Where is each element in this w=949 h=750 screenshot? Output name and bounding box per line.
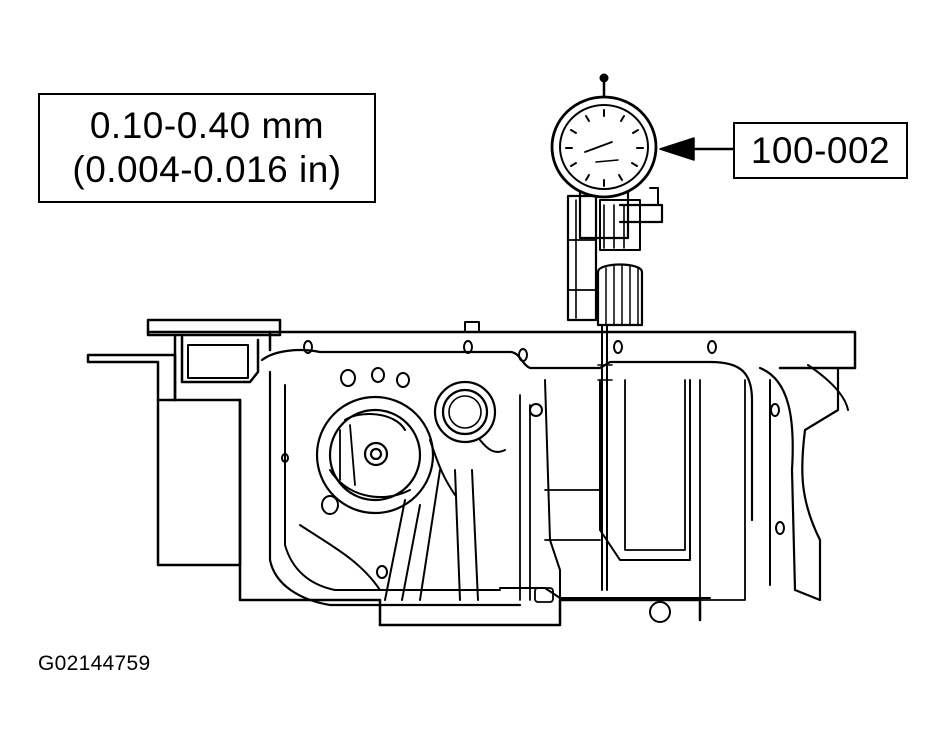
engine-block — [86, 318, 857, 627]
cam-bore — [315, 395, 435, 515]
dial-ticks — [565, 109, 644, 187]
callout-arrow — [659, 137, 735, 161]
clearance-specification-box: 0.10-0.40 mm (0.004-0.016 in) — [38, 93, 376, 203]
figure-id: G02144759 — [38, 652, 151, 675]
deck-dowel — [464, 321, 480, 333]
spec-metric: 0.10-0.40 mm — [89, 105, 325, 146]
tool-number: 100-002 — [750, 129, 891, 171]
dial-indicator — [550, 73, 664, 591]
deck-bolt-holes — [281, 340, 785, 579]
tool-callout-box: 100-002 — [733, 122, 908, 179]
spec-imperial: (0.004-0.016 in) — [72, 149, 342, 190]
oil-pump-bore — [429, 380, 506, 496]
